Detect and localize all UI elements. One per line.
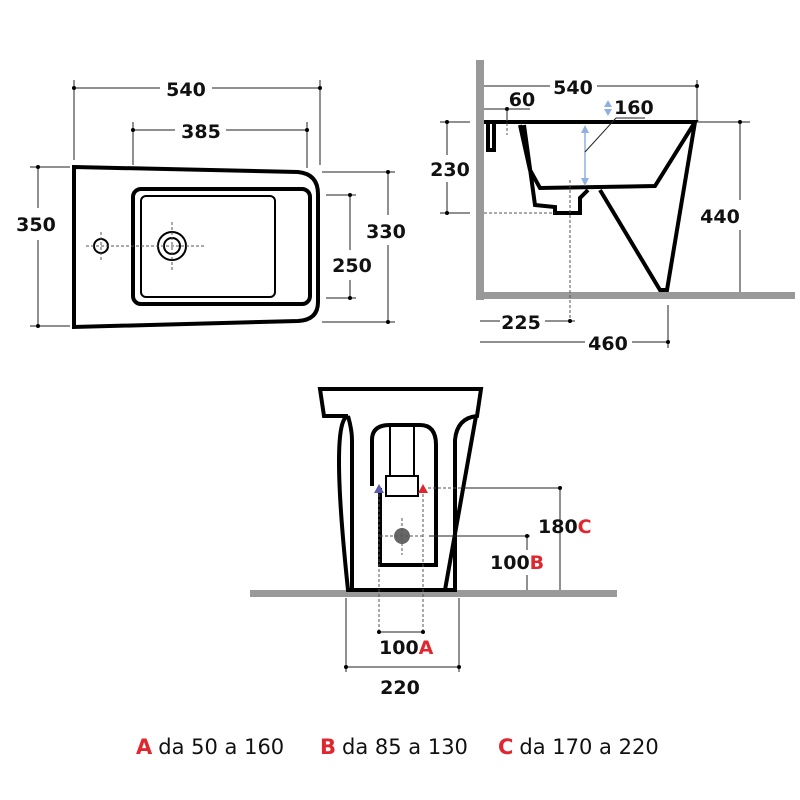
dim-c: 180C bbox=[538, 516, 592, 538]
dim-depth-total: 350 bbox=[16, 214, 56, 236]
side-view: 540 60 160 230 440 225 460 bbox=[430, 60, 795, 355]
front-view: 180C 100B 100A 220 bbox=[250, 387, 617, 699]
basin-outline bbox=[131, 187, 312, 306]
dim-side-width: 540 bbox=[553, 77, 593, 99]
dim-basin-depth: 160 bbox=[614, 97, 654, 119]
dim-rim-drain: 230 bbox=[430, 159, 470, 181]
dim-tap-offset: 60 bbox=[509, 89, 535, 111]
floor-front bbox=[250, 590, 617, 597]
wall bbox=[476, 60, 484, 300]
dim-base-width: 220 bbox=[380, 677, 420, 699]
dim-depth-basin: 250 bbox=[332, 255, 372, 277]
dim-projection: 460 bbox=[588, 333, 628, 355]
bidet-front-outline bbox=[317, 387, 484, 592]
hot-inlet-icon bbox=[418, 484, 428, 493]
dim-a: 100A bbox=[379, 637, 434, 659]
dim-total-height: 440 bbox=[700, 206, 740, 228]
dim-width-total: 540 bbox=[166, 79, 206, 101]
dim-drain-offset: 225 bbox=[501, 312, 541, 334]
bidet-outline-top bbox=[72, 164, 320, 330]
dim-depth-side: 330 bbox=[366, 221, 406, 243]
top-view: 540 385 350 330 250 bbox=[16, 79, 406, 330]
dim-width-basin: 385 bbox=[181, 121, 221, 143]
cold-inlet-icon bbox=[374, 484, 384, 493]
dim-b: 100B bbox=[490, 552, 544, 574]
floor-side bbox=[476, 292, 795, 299]
